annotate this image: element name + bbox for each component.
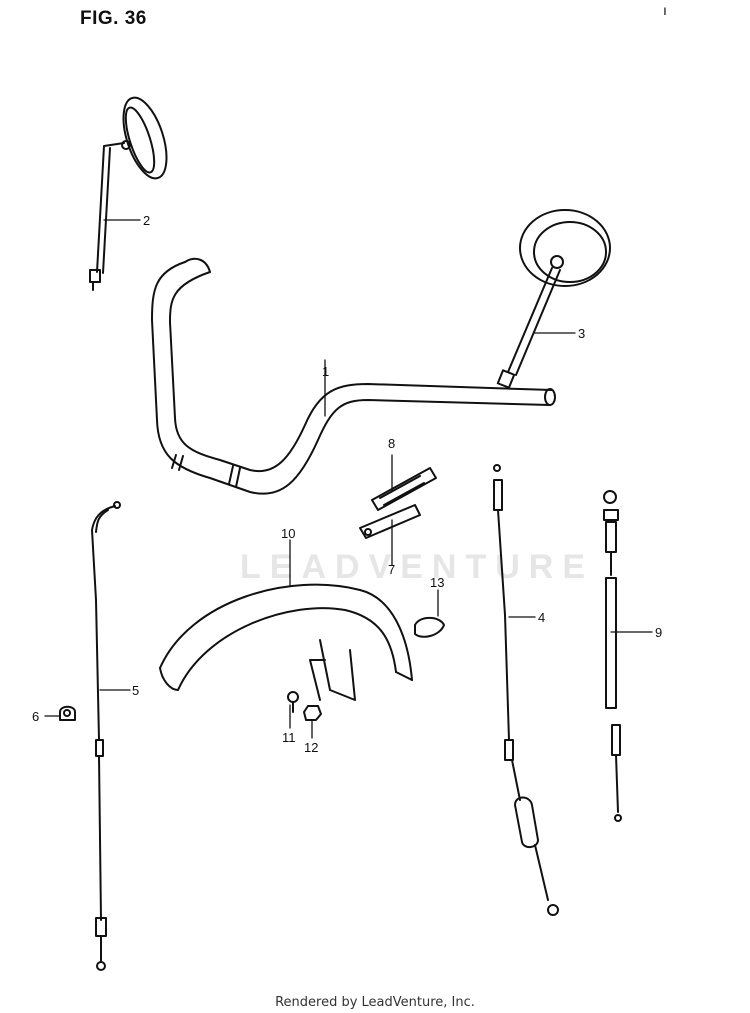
callout-12: 12 bbox=[304, 740, 318, 755]
cable-4[interactable] bbox=[493, 464, 559, 916]
parts-diagram: 1 2 3 4 5 6 7 8 9 10 11 12 13 bbox=[32, 92, 662, 971]
front-fender[interactable] bbox=[159, 583, 413, 701]
cable-9[interactable] bbox=[603, 490, 622, 822]
leader-lines bbox=[44, 219, 653, 739]
figure-title: FIG. 36 bbox=[80, 8, 147, 29]
nut-12[interactable] bbox=[303, 705, 322, 721]
callout-2: 2 bbox=[143, 213, 150, 228]
reflector-13[interactable] bbox=[414, 616, 445, 638]
callout-13: 13 bbox=[430, 575, 444, 590]
bolt-11[interactable] bbox=[287, 691, 299, 713]
stray-mark: ı bbox=[663, 2, 667, 18]
strap-8[interactable] bbox=[371, 467, 437, 511]
strap-7[interactable] bbox=[359, 504, 421, 539]
callout-9: 9 bbox=[655, 625, 662, 640]
mirror-right[interactable] bbox=[496, 209, 611, 389]
callout-11: 11 bbox=[282, 730, 296, 745]
callout-7: 7 bbox=[388, 562, 395, 577]
callout-4: 4 bbox=[538, 610, 545, 625]
watermark: LEADVENTURE bbox=[240, 548, 595, 586]
callout-6: 6 bbox=[32, 709, 39, 724]
footer-credit: Rendered by LeadVenture, Inc. bbox=[275, 995, 475, 1010]
mirror-left[interactable] bbox=[89, 92, 175, 291]
cable-5[interactable] bbox=[91, 501, 121, 971]
callout-1: 1 bbox=[322, 364, 329, 379]
callout-5: 5 bbox=[132, 683, 139, 698]
handlebar[interactable] bbox=[151, 257, 556, 495]
callout-10: 10 bbox=[281, 526, 295, 541]
clamp-6[interactable] bbox=[59, 705, 76, 721]
callout-3: 3 bbox=[578, 326, 585, 341]
callout-8: 8 bbox=[388, 436, 395, 451]
